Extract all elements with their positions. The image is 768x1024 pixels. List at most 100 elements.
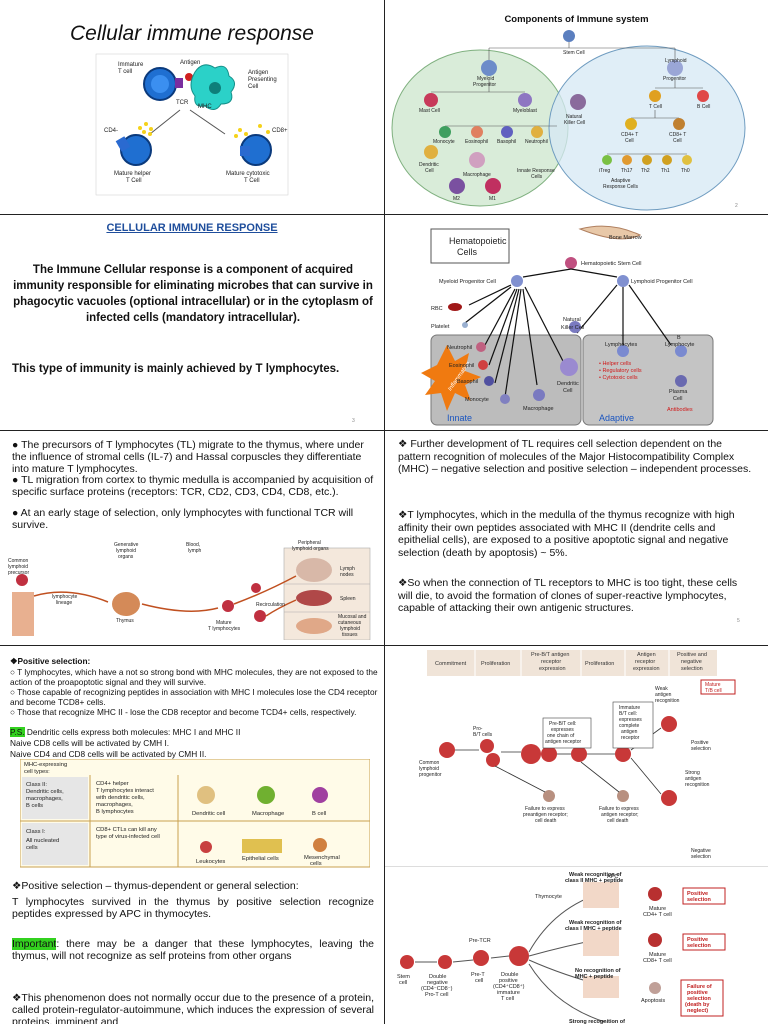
bullet-early-selection: ● At an early stage of selection, only l… — [12, 507, 354, 531]
svg-text:Progenitor: Progenitor — [663, 76, 686, 82]
svg-text:Pre-B/T antigen: Pre-B/T antigen — [531, 652, 569, 658]
svg-text:MHC-expressing: MHC-expressing — [24, 762, 67, 768]
svg-text:Double: Double — [429, 974, 446, 980]
svg-text:Antigen: Antigen — [637, 652, 656, 658]
svg-text:T/B cell: T/B cell — [705, 688, 722, 694]
naive-cd8-line: Naive CD8 cells will be activated by CMH… — [10, 738, 170, 748]
svg-text:Spleen: Spleen — [340, 596, 356, 602]
svg-text:selection: selection — [687, 943, 711, 949]
label-tcr: TCR — [176, 100, 189, 106]
ps-note: P.S. Dendritic cells express both molecu… — [10, 727, 241, 737]
svg-text:All nucleated: All nucleated — [26, 838, 59, 844]
svg-text:CD4+ T: CD4+ T — [621, 132, 638, 138]
label-apc: Antigen — [248, 70, 268, 76]
epithelial-cells-icon — [242, 839, 282, 853]
svg-text:lymphoid: lymphoid — [8, 564, 28, 570]
neutrophil — [476, 342, 486, 352]
macrophage — [469, 152, 485, 168]
arrow — [149, 109, 181, 135]
svg-text:Dendritic: Dendritic — [419, 162, 439, 168]
svg-text:Mature: Mature — [649, 952, 666, 958]
svg-text:Monocyte: Monocyte — [465, 397, 489, 403]
svg-text:cutaneous: cutaneous — [338, 620, 362, 626]
svg-text:antigen: antigen — [655, 692, 672, 698]
svg-text:Progenitor: Progenitor — [473, 82, 496, 88]
rbc — [448, 303, 462, 311]
svg-text:Generative: Generative — [114, 542, 139, 548]
eosinophil — [471, 126, 483, 138]
svg-text:Hematopoietic: Hematopoietic — [449, 236, 507, 246]
dendritic-cell — [424, 145, 438, 159]
macrophage-icon — [257, 786, 275, 804]
svg-text:B/T cell:: B/T cell: — [619, 711, 637, 717]
svg-text:nodes: nodes — [340, 572, 354, 578]
svg-text:macrophages,: macrophages, — [96, 802, 133, 808]
svg-text:positive: positive — [499, 978, 518, 984]
svg-text:lymphoid: lymphoid — [340, 626, 360, 632]
svg-text:macrophages,: macrophages, — [26, 796, 63, 802]
svg-text:APC: APC — [607, 874, 618, 880]
svg-text:class II MHC + peptide: class II MHC + peptide — [565, 878, 623, 884]
svg-text:cell death: cell death — [535, 818, 557, 824]
svg-text:lymphoid: lymphoid — [419, 766, 439, 772]
svg-text:Response Cells: Response Cells — [603, 184, 639, 190]
svg-text:type of virus-infected cell: type of virus-infected cell — [96, 834, 160, 840]
svg-text:precursor: precursor — [8, 570, 29, 576]
differentiation-arrows — [464, 268, 672, 398]
svg-text:Strong: Strong — [685, 770, 700, 776]
row-divider — [0, 645, 768, 646]
slide-cellular-immune-response-text — [0, 215, 384, 430]
svg-text:Leukocytes: Leukocytes — [196, 859, 225, 865]
svg-text:Dendritic: Dendritic — [557, 381, 579, 387]
svg-text:Neutrophil: Neutrophil — [447, 345, 472, 351]
mast-cell — [424, 93, 438, 107]
svg-text:Lymphoid: Lymphoid — [665, 58, 687, 64]
svg-text:Killer Cell: Killer Cell — [564, 120, 585, 126]
label-cd4: CD4- — [104, 128, 118, 134]
svg-text:CD4+ T cell: CD4+ T cell — [643, 912, 672, 918]
paragraph-negative-selection: ❖T lymphocytes, which in the medulla of … — [398, 509, 735, 559]
column-divider — [384, 0, 385, 1024]
svg-text:Presenting: Presenting — [248, 77, 277, 83]
svg-text:Basophil: Basophil — [497, 139, 516, 145]
tcr-receptor — [175, 78, 183, 88]
lymph-node — [296, 558, 332, 582]
svg-text:CD8+ T: CD8+ T — [669, 132, 686, 138]
svg-text:neglect): neglect) — [687, 1008, 708, 1014]
svg-text:Cell: Cell — [563, 388, 572, 394]
svg-text:expression: expression — [539, 666, 566, 672]
svg-text:Myeloid: Myeloid — [477, 76, 494, 82]
svg-text:Natural: Natural — [566, 114, 582, 120]
svg-text:T Cell: T Cell — [649, 104, 662, 110]
svg-text:B cell: B cell — [312, 811, 326, 817]
svg-text:progenitor: progenitor — [419, 772, 442, 778]
b-cell — [697, 90, 709, 102]
svg-text:RBC: RBC — [431, 306, 443, 312]
svg-text:Pre-T: Pre-T — [471, 972, 485, 978]
t-lymphocyte — [617, 345, 629, 357]
label-helper: Mature helper — [114, 171, 151, 177]
svg-text:Dendritic cell: Dendritic cell — [192, 811, 225, 817]
slide-heading: CELLULAR IMMUNE RESPONSE — [106, 222, 278, 234]
svg-text:T Cell: T Cell — [126, 178, 142, 184]
svg-text:Common: Common — [8, 558, 29, 564]
macrophage — [533, 389, 545, 401]
svg-text:Failure to express: Failure to express — [599, 806, 639, 812]
svg-text:• Helper cells: • Helper cells — [599, 361, 631, 367]
platelet — [462, 322, 468, 328]
svg-text:Mucosal and: Mucosal and — [338, 614, 367, 620]
svg-text:class I MHC + peptide: class I MHC + peptide — [565, 926, 622, 932]
svg-text:Lymphocyte: Lymphocyte — [665, 342, 694, 348]
svg-text:receptor: receptor — [541, 659, 561, 665]
positive-selection-heading: ❖Positive selection: — [10, 656, 91, 666]
svg-text:selection: selection — [691, 746, 711, 752]
myeloblast — [518, 93, 532, 107]
svg-text:Cell: Cell — [425, 168, 434, 174]
svg-text:lymph: lymph — [188, 548, 202, 554]
protein-regulator-paragraph: ❖This phenomenon does not normally occur… — [12, 992, 374, 1024]
monocyte — [439, 126, 451, 138]
svg-text:Positive: Positive — [691, 740, 709, 746]
positive-selection-bullet-2: ○ Those capable of recognizing peptides … — [10, 687, 378, 707]
